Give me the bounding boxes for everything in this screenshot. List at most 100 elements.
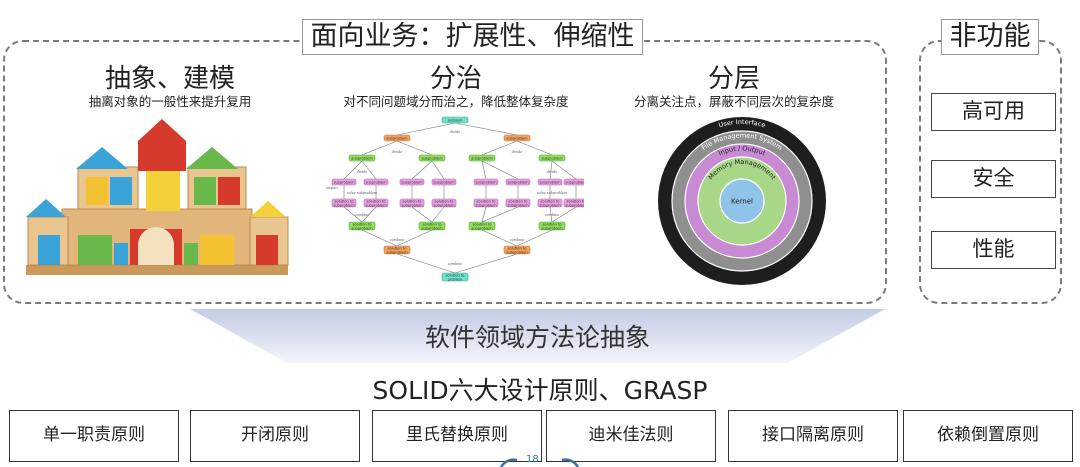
tree-edge-label: solve subproblem xyxy=(347,191,377,195)
page-ornament-left xyxy=(499,458,518,467)
tree-edge xyxy=(454,253,518,274)
solution-node xyxy=(537,198,563,208)
solution-node-label: solution to xyxy=(335,200,354,204)
tree-edge xyxy=(516,229,553,247)
solution-node-label-2: subproblem xyxy=(365,204,387,208)
tree-edge xyxy=(431,160,445,180)
solution-node xyxy=(363,198,389,208)
solution-node-label: solution to xyxy=(353,223,372,227)
solution-node-label-2: subproblem xyxy=(507,204,529,208)
toy-blocks-image xyxy=(18,117,296,277)
subproblem-node-label: subproblem xyxy=(333,181,355,185)
solution-node-label-2: subproblem xyxy=(541,227,563,231)
principle-liskov-substitution: 里氏替换原则 xyxy=(372,410,542,462)
subproblem-node xyxy=(383,134,411,142)
methodology-label: 软件领域方法论抽象 xyxy=(424,323,650,352)
tree-edge xyxy=(481,206,487,223)
principle-single-responsibility: 单一职责原则 xyxy=(9,410,179,462)
layering-subtitle: 分离关注点，屏蔽不同层次的复杂度 xyxy=(633,94,834,109)
kernel-label: Kernel xyxy=(731,198,753,206)
subproblem-node-label: subproblem xyxy=(433,181,455,185)
layer-ring xyxy=(719,178,765,224)
subproblem-node xyxy=(503,134,531,142)
tree-edge xyxy=(343,206,363,223)
methodology-band xyxy=(190,309,885,363)
tree-edge xyxy=(549,160,553,180)
solution-node-label-2: subproblem xyxy=(565,204,584,208)
solution-node-label-2: subproblem xyxy=(475,204,497,208)
solution-node xyxy=(418,221,446,231)
subproblem-node-label: subproblem xyxy=(471,157,493,161)
solution-node xyxy=(348,221,376,231)
subproblem-node-label: subproblem xyxy=(541,157,563,161)
solution-node-label: solution to xyxy=(508,247,527,251)
tree-edge xyxy=(411,160,433,180)
subproblem-node-label: subproblem xyxy=(507,181,529,185)
final-solution-node xyxy=(441,272,469,282)
solution-node-label: solution to xyxy=(543,223,562,227)
tree-edge xyxy=(396,140,433,156)
subproblem-node xyxy=(331,178,357,186)
tree-edge xyxy=(396,253,456,274)
solution-node xyxy=(331,198,357,208)
subproblem-node xyxy=(468,154,496,162)
tree-edge-label: conquer xyxy=(326,186,338,190)
principle-law-of-demeter: 迪米佳法则 xyxy=(546,410,716,462)
principle-interface-segregation: 接口隔离原则 xyxy=(728,410,898,462)
tree-edge-label: combine xyxy=(448,262,463,266)
tree-edge-label: divide xyxy=(392,150,402,154)
solution-node-label: solution to xyxy=(435,200,454,204)
solution-node-label: solution to xyxy=(509,200,528,204)
tree-edge xyxy=(361,140,398,156)
root-problem-node-label: problem xyxy=(448,119,463,123)
subproblem-node-label: subproblem xyxy=(421,157,443,161)
subproblem-node xyxy=(538,154,566,162)
solution-node-label: solution to xyxy=(567,200,584,204)
solution-node-label: solution to xyxy=(388,247,407,251)
solution-node xyxy=(503,245,531,255)
tree-edge xyxy=(549,206,553,223)
tree-edge xyxy=(396,122,456,136)
solution-node xyxy=(468,221,496,231)
nonfunctional-item-availability: 高可用 xyxy=(931,93,1056,131)
root-problem-node xyxy=(441,116,469,124)
tree-edge xyxy=(481,160,519,180)
solution-node xyxy=(505,198,531,208)
final-solution-node-label: solution to xyxy=(446,274,465,278)
solution-node xyxy=(399,198,425,208)
solution-node xyxy=(538,221,566,231)
final-solution-node-label-2: problem xyxy=(448,278,463,282)
tree-edge-label: divide xyxy=(450,130,460,134)
subproblem-node-label: subproblem xyxy=(365,181,387,185)
tree-edge-label: solve subproblem xyxy=(537,191,567,195)
solution-node-label-2: subproblem xyxy=(401,204,423,208)
subproblem-node-label: subproblem xyxy=(475,181,497,185)
tree-edge-label: divide xyxy=(357,170,367,174)
tree-edge xyxy=(516,140,553,156)
tree-edge-label: combine xyxy=(390,238,405,242)
subproblem-node-label: subproblem xyxy=(565,181,584,185)
solution-node-label-2: subproblem xyxy=(351,227,373,231)
subproblem-node xyxy=(505,178,531,186)
nonfunctional-item-security: 安全 xyxy=(931,160,1056,198)
solution-node-label: solution to xyxy=(477,200,496,204)
solution-node xyxy=(563,198,584,208)
subproblem-node xyxy=(399,178,425,186)
subproblem-node xyxy=(431,178,457,186)
subproblem-node-label: subproblem xyxy=(386,137,408,141)
solution-node-label-2: subproblem xyxy=(386,251,408,255)
subproblem-node-label: subproblem xyxy=(506,137,528,141)
tree-edge xyxy=(481,140,518,156)
nonfunctional-title: 非功能 xyxy=(941,19,1039,55)
solution-node-label-2: subproblem xyxy=(433,204,455,208)
nonfunctional-item-performance: 性能 xyxy=(931,231,1056,269)
tree-edge xyxy=(361,160,377,180)
tree-edge-label: combine xyxy=(355,213,370,217)
subproblem-node xyxy=(563,178,584,186)
subproblem-node xyxy=(418,154,446,162)
tree-edge-label: combine xyxy=(545,213,560,217)
tree-edge xyxy=(481,206,519,223)
abstraction-title: 抽象、建模 xyxy=(104,64,235,94)
solution-node xyxy=(431,198,457,208)
